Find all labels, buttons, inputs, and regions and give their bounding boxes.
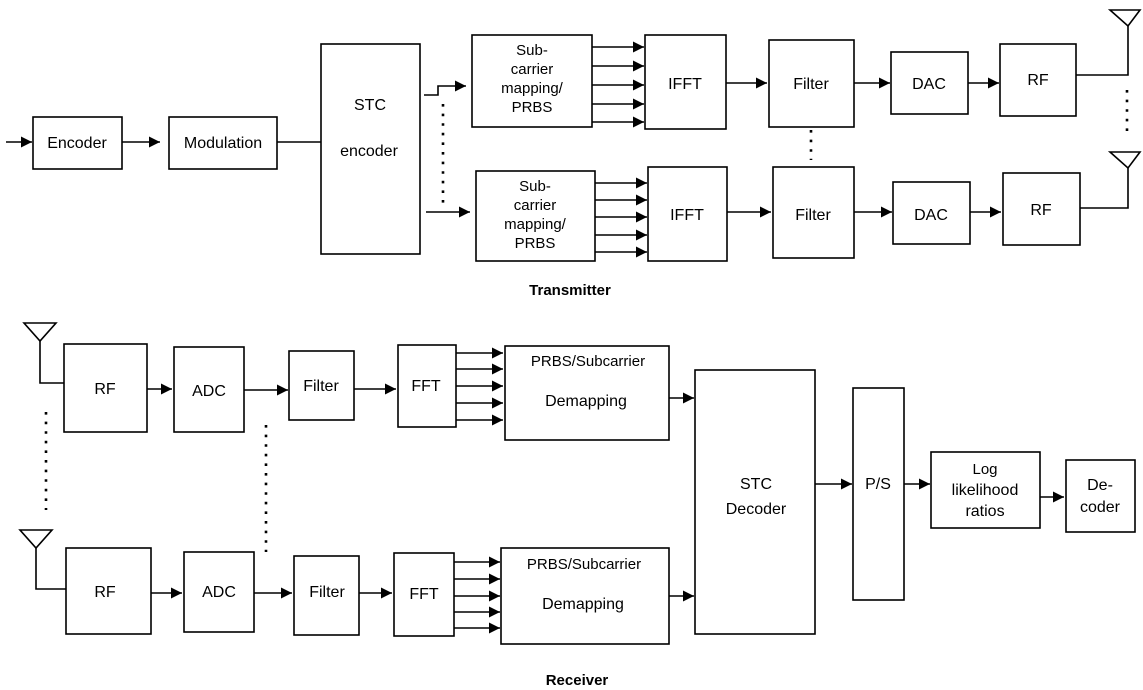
rx-adc-block-2: ADC: [183, 551, 255, 633]
svg-text:RF: RF: [94, 584, 116, 601]
tx-encoder-label: Encoder: [47, 135, 107, 152]
rx-demapping-block-2: PRBS/Subcarrier Demapping: [500, 547, 670, 645]
rx-rf-block-1: RF: [63, 343, 148, 433]
tx-encoder-block: Encoder: [32, 116, 123, 170]
svg-text:IFFT: IFFT: [670, 207, 704, 224]
svg-text:ADC: ADC: [192, 383, 226, 400]
svg-text:coder: coder: [1080, 499, 1121, 516]
transmitter-caption: Transmitter: [529, 282, 611, 299]
svg-text:PRBS/Subcarrier: PRBS/Subcarrier: [527, 556, 641, 573]
rx-filter-block-1: Filter: [288, 350, 355, 421]
tx-mapping-block-2: Sub- carrier mapping/ PRBS: [475, 170, 596, 262]
receiver-section: RF ADC Filter FFT PRBS/Subcarrier Dem: [18, 322, 1136, 689]
rx-rf-block-2: RF: [65, 547, 152, 635]
svg-text:Demapping: Demapping: [545, 393, 627, 410]
rx-subcarrier-arrows-2: [454, 556, 500, 634]
svg-text:PRBS: PRBS: [512, 99, 553, 116]
tx-stc-encoder-line2: encoder: [340, 143, 398, 160]
svg-text:mapping/: mapping/: [501, 80, 564, 97]
rx-subcarrier-arrows-1: [456, 347, 503, 426]
tx-antenna-icon-1: [1107, 9, 1142, 28]
rx-antenna-icon-1: [22, 322, 58, 343]
svg-text:Demapping: Demapping: [542, 596, 624, 613]
svg-text:IFFT: IFFT: [668, 76, 702, 93]
rx-fft-block-1: FFT: [397, 344, 457, 428]
svg-text:Filter: Filter: [303, 378, 339, 395]
tx-subcarrier-arrows-2: [595, 177, 647, 258]
rx-decoder-block: De- coder: [1065, 459, 1136, 533]
tx-modulation-block: Modulation: [168, 116, 278, 170]
tx-subcarrier-arrows-1: [592, 41, 644, 128]
svg-text:Sub-: Sub-: [516, 42, 548, 59]
svg-text:Filter: Filter: [795, 207, 831, 224]
tx-filter-block-1: Filter: [768, 39, 855, 128]
svg-text:carrier: carrier: [511, 61, 554, 78]
svg-text:PRBS: PRBS: [515, 235, 556, 252]
transmitter-section: Encoder Modulation STC encoder Sub- carr…: [6, 9, 1142, 299]
rx-adc-block-1: ADC: [173, 346, 245, 433]
svg-text:ratios: ratios: [965, 503, 1004, 520]
tx-rf-block-1: RF: [999, 43, 1077, 117]
svg-text:STC: STC: [740, 476, 772, 493]
svg-text:PRBS/Subcarrier: PRBS/Subcarrier: [531, 353, 645, 370]
rx-ps-block: P/S: [852, 387, 905, 601]
svg-text:RF: RF: [1030, 202, 1052, 219]
svg-text:Decoder: Decoder: [726, 501, 787, 518]
tx-rf-block-2: RF: [1002, 172, 1081, 246]
svg-text:P/S: P/S: [865, 476, 891, 493]
tx-dac-block-1: DAC: [890, 51, 969, 115]
svg-text:ADC: ADC: [202, 584, 236, 601]
svg-text:De-: De-: [1087, 477, 1113, 494]
svg-text:FFT: FFT: [409, 586, 439, 603]
rx-antenna-icon-2: [18, 529, 54, 550]
tx-dac-block-2: DAC: [892, 181, 971, 245]
tx-mapping-block-1: Sub- carrier mapping/ PRBS: [471, 34, 593, 128]
svg-text:DAC: DAC: [912, 76, 946, 93]
tx-stc-encoder-line1: STC: [354, 97, 386, 114]
rx-fft-block-2: FFT: [393, 552, 455, 637]
tx-modulation-label: Modulation: [184, 135, 262, 152]
receiver-caption: Receiver: [546, 672, 609, 689]
svg-text:Filter: Filter: [793, 76, 829, 93]
svg-text:mapping/: mapping/: [504, 216, 567, 233]
rx-llr-block: Log likelihood ratios: [930, 451, 1041, 529]
svg-text:FFT: FFT: [411, 378, 441, 395]
tx-stc-encoder-block: STC encoder: [320, 43, 421, 255]
svg-text:Filter: Filter: [309, 584, 345, 601]
svg-text:RF: RF: [94, 381, 116, 398]
svg-text:Log: Log: [972, 461, 997, 478]
rx-stc-decoder-block: STC Decoder: [694, 369, 816, 635]
rx-demapping-block-1: PRBS/Subcarrier Demapping: [504, 345, 670, 441]
tx-antenna-icon-2: [1107, 151, 1142, 170]
svg-text:RF: RF: [1027, 72, 1049, 89]
svg-text:carrier: carrier: [514, 197, 557, 214]
tx-ifft-block-2: IFFT: [647, 166, 728, 262]
tx-ifft-block-1: IFFT: [644, 34, 727, 130]
svg-text:DAC: DAC: [914, 207, 948, 224]
svg-text:likelihood: likelihood: [952, 482, 1019, 499]
rx-filter-block-2: Filter: [293, 555, 360, 636]
svg-text:Sub-: Sub-: [519, 178, 551, 195]
tx-filter-block-2: Filter: [772, 166, 855, 259]
